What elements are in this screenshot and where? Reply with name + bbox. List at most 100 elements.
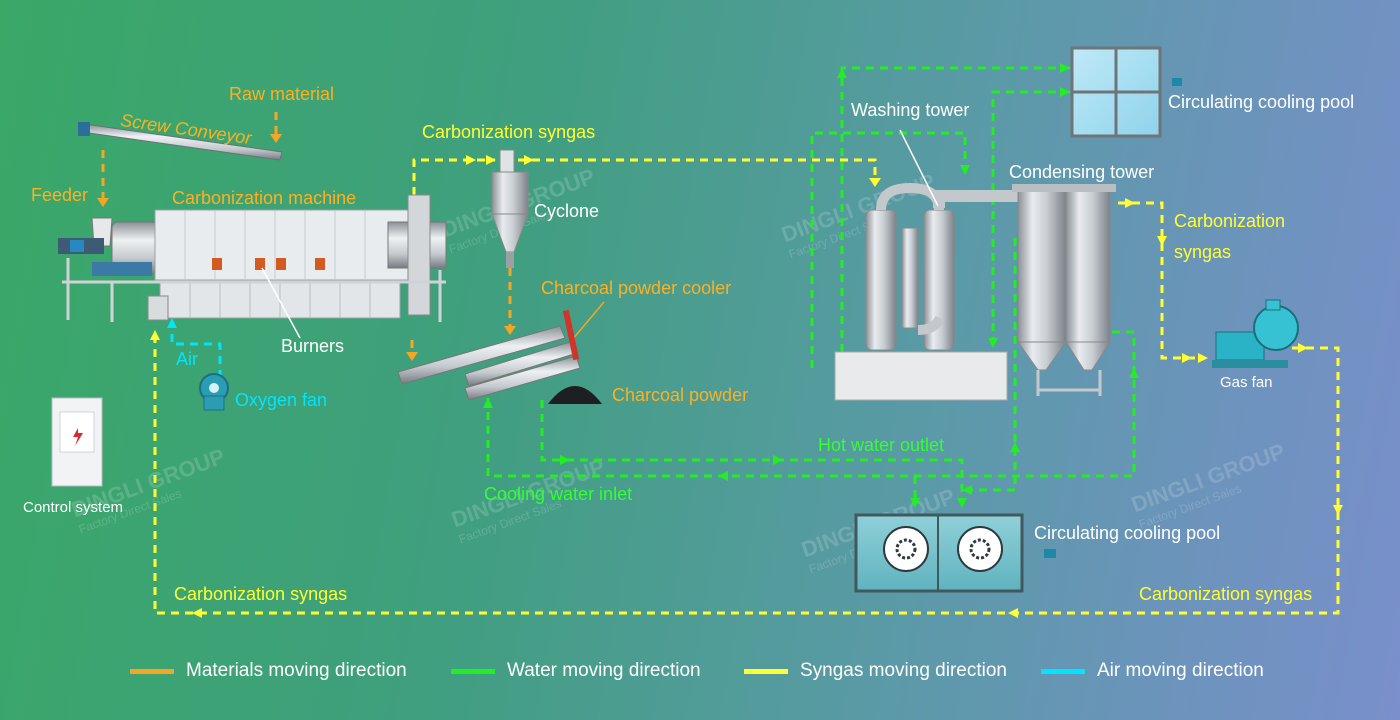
label-syngas-bottom-right: Carbonization syngas (1139, 584, 1313, 604)
feeder-motor-body (70, 240, 84, 252)
label-washing-tower: Washing tower (851, 100, 970, 120)
pool-pump (1172, 78, 1182, 86)
label-condensing-tower: Condensing tower (1009, 162, 1155, 182)
legend-item-water: Water moving direction (451, 660, 701, 682)
air-arrow (167, 318, 177, 328)
connector-pipe (933, 186, 1024, 208)
bottom-pipe (917, 315, 945, 335)
water-line (486, 330, 1136, 478)
cyclone-inlet (499, 149, 515, 173)
condensing-cone (1017, 341, 1067, 371)
water-arrow (718, 471, 728, 481)
cooler-flange (562, 309, 580, 361)
cooler-tube (464, 355, 581, 401)
material-arrow (406, 352, 418, 361)
oxygen-fan-base (203, 395, 225, 411)
cooling-fan-blades (969, 538, 991, 560)
washing-column (865, 209, 897, 351)
bottom-cooling-pool (854, 513, 1056, 593)
charcoal-powder-cooler (397, 309, 581, 401)
label-syngas-top: Carbonization syngas (422, 122, 596, 142)
cyclone-body (491, 171, 529, 215)
label-charcoal-powder: Charcoal powder (612, 385, 749, 405)
cooling-fan (883, 526, 929, 572)
legend-item-air: Air moving direction (1041, 660, 1264, 682)
syngas-line (153, 330, 1340, 615)
air-flow-lines (170, 322, 222, 378)
control-cabinet (51, 397, 103, 487)
washing-tower (834, 129, 1024, 401)
burners-pointer (261, 267, 301, 339)
frame-legs (62, 258, 446, 322)
feeder (58, 217, 113, 254)
carbonization-machine (62, 194, 447, 339)
cooler-pointer (571, 301, 605, 341)
syngas-arrow (1198, 353, 1208, 363)
label-cooling-pool-bottom: Circulating cooling pool (1034, 523, 1221, 543)
condensing-cap (1012, 184, 1116, 192)
conveyor-motor (78, 122, 90, 136)
screw-conveyor (78, 122, 283, 161)
washing-pointer (899, 129, 939, 207)
burner-unit (255, 258, 265, 270)
condensing-column (1017, 185, 1067, 343)
legend-label: Materials moving direction (186, 660, 407, 681)
tower-platform (834, 351, 1008, 401)
oxygen-fan-hub (209, 383, 219, 393)
water-arrow (1129, 368, 1139, 378)
legend-swatch (744, 668, 788, 674)
gas-fan-outlet (1265, 299, 1281, 311)
material-arrow (504, 326, 516, 335)
air-line (170, 322, 222, 378)
condensing-cone (1065, 341, 1111, 371)
cyclone-cone (491, 213, 529, 253)
legend-swatch (451, 668, 495, 674)
gas-fan-base (1212, 360, 1288, 368)
air-inlet-box (147, 295, 169, 321)
syngas-arrow (1157, 236, 1167, 246)
syngas-arrow (486, 155, 496, 165)
label-carbonization-machine: Carbonization machine (172, 188, 357, 208)
condensing-tower (1012, 184, 1116, 396)
label-oxygen-fan: Oxygen fan (235, 390, 328, 410)
material-arrows (97, 134, 516, 361)
syngas-line (518, 158, 877, 180)
syngas-arrows (150, 155, 1343, 618)
syngas-arrow (1333, 505, 1343, 515)
gas-fan-housing (1253, 305, 1299, 351)
syngas-arrow (1008, 608, 1018, 618)
water-arrow (483, 398, 493, 408)
label-air: Air (176, 349, 198, 369)
syngas-arrow (869, 178, 881, 187)
pool-pump (1044, 549, 1056, 558)
legend-label: Syngas moving direction (800, 660, 1007, 681)
water-arrow (560, 455, 570, 465)
label-gas-fan: Gas fan (1220, 374, 1273, 391)
legend-item-syngas: Syngas moving direction (744, 660, 1007, 682)
label-cooling-pool-top: Circulating cooling pool (1168, 92, 1355, 112)
legend-swatch (1041, 668, 1085, 674)
water-line (991, 90, 1070, 342)
water-arrow (1060, 87, 1070, 97)
water-arrow (910, 498, 920, 508)
label-syngas-right-2: syngas (1174, 242, 1232, 262)
drive-unit (92, 262, 152, 276)
water-arrow (1060, 63, 1070, 73)
label-hot-water-outlet: Hot water outlet (818, 435, 945, 455)
legend-label: Air moving direction (1097, 660, 1264, 681)
label-syngas-right-1: Carbonization (1174, 211, 1286, 231)
cooling-fan-blades (895, 538, 917, 560)
material-flow-lines (101, 112, 512, 356)
water-arrows (483, 63, 1139, 508)
syngas-line (1118, 201, 1205, 360)
syngas-arrow (466, 155, 476, 165)
material-arrow (270, 134, 282, 143)
cooler-tube (397, 325, 566, 385)
syngas-arrow (150, 330, 160, 340)
top-cooling-pool (1070, 46, 1182, 138)
water-arrow (960, 165, 970, 175)
cooling-fan (957, 526, 1003, 572)
water-arrow (957, 498, 967, 508)
center-pipe (901, 227, 919, 329)
